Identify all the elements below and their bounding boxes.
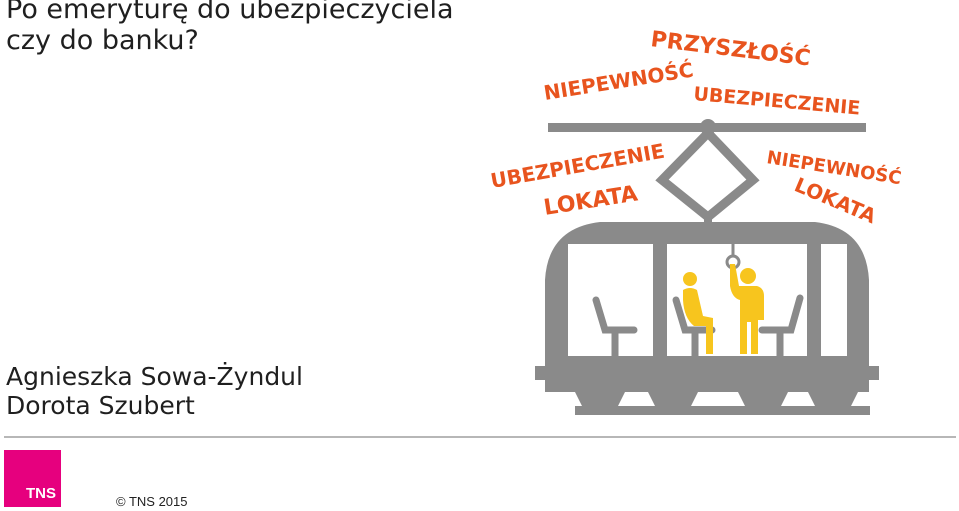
word-niepewnosc-top: NIEPEWNOŚĆ	[542, 58, 695, 105]
seat-middle	[672, 296, 716, 360]
sitting-passenger	[683, 272, 713, 354]
title-line-2: czy do banku?	[6, 25, 199, 56]
author-2: Dorota Szubert	[6, 391, 195, 420]
seat-right	[758, 294, 804, 360]
word-niepewnosc-right: NIEPEWNOŚĆ	[765, 146, 903, 189]
copyright: © TNS 2015	[116, 494, 188, 509]
footer-divider	[4, 436, 956, 438]
tns-logo-text: TNS	[26, 485, 56, 502]
title-line-1: Po emeryturę do ubezpieczyciela	[6, 0, 454, 25]
standing-passenger	[730, 264, 764, 354]
word-ubezpieczenie-left: UBEZPIECZENIE	[489, 139, 667, 193]
authors: Agnieszka Sowa-Żyndul Dorota Szubert	[6, 362, 303, 420]
pantograph	[548, 119, 866, 224]
word-ubezpieczenie-top: UBEZPIECZENIE	[693, 83, 862, 119]
author-1: Agnieszka Sowa-Żyndul	[6, 362, 303, 391]
word-lokata-left: LOKATA	[542, 181, 639, 220]
seat-left	[592, 296, 638, 360]
tns-logo: TNS	[4, 450, 61, 507]
tram-body	[535, 222, 879, 415]
page-title: Po emeryturę do ubezpieczyciela czy do b…	[6, 0, 454, 56]
